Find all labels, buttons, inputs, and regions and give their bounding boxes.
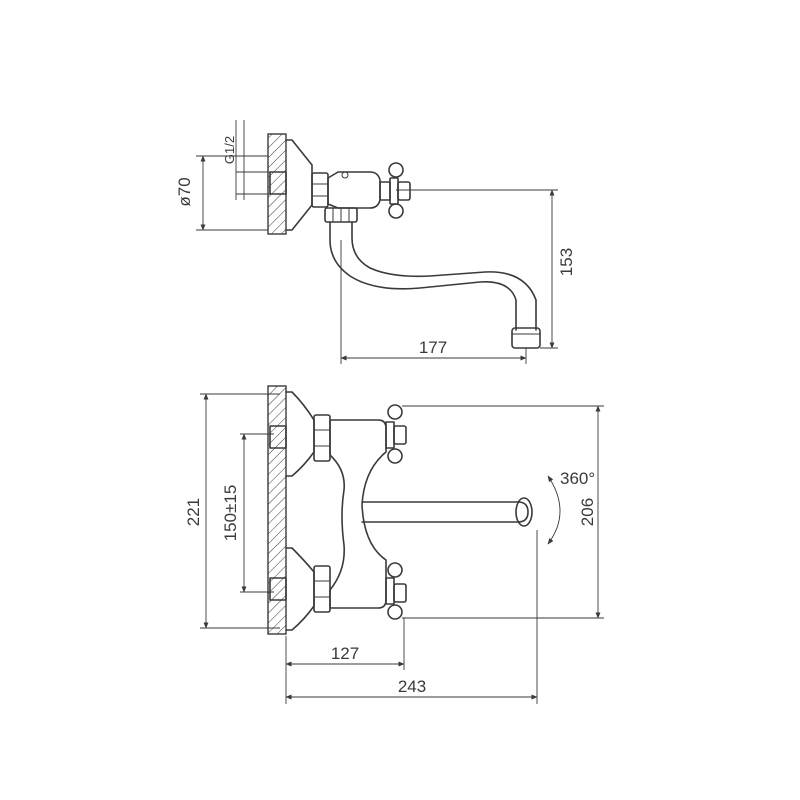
handle-knob-lower-top — [387, 562, 403, 578]
hex-nut-lower — [313, 565, 331, 613]
hex-nut-upper — [313, 414, 331, 462]
s-spout — [329, 221, 517, 331]
handle-knob-lower-bottom — [387, 604, 403, 620]
spout-front — [361, 501, 529, 523]
handle-knob-bottom — [388, 203, 404, 219]
escutcheon-lower — [285, 547, 315, 631]
label-diameter: ø70 — [175, 177, 194, 206]
escutcheon-side — [285, 139, 313, 231]
handle-knob-top — [388, 162, 404, 178]
handle-knob-upper-bottom — [387, 448, 403, 464]
valve-body-front — [329, 419, 387, 609]
aerator-side — [511, 327, 541, 349]
front-view: 221 150±15 206 360° 127 243 — [184, 385, 604, 704]
label-reach: 177 — [419, 338, 447, 357]
label-handle-distance: 127 — [331, 644, 359, 663]
label-inlet-spacing: 150±15 — [221, 485, 240, 542]
escutcheon-upper — [285, 391, 315, 477]
label-thread: G1/2 — [222, 136, 237, 164]
handle-knob-upper-top — [387, 404, 403, 420]
label-spout-height: 206 — [578, 498, 597, 526]
label-overall-height: 221 — [184, 498, 203, 526]
label-height: 153 — [557, 248, 576, 276]
label-rotation: 360° — [560, 469, 595, 488]
label-spout-reach: 243 — [398, 677, 426, 696]
valve-body-side — [327, 171, 381, 209]
side-view: G1/2 ø70 153 177 — [175, 120, 576, 364]
rotation-arrow — [547, 475, 561, 545]
hex-nut-side — [311, 172, 329, 208]
